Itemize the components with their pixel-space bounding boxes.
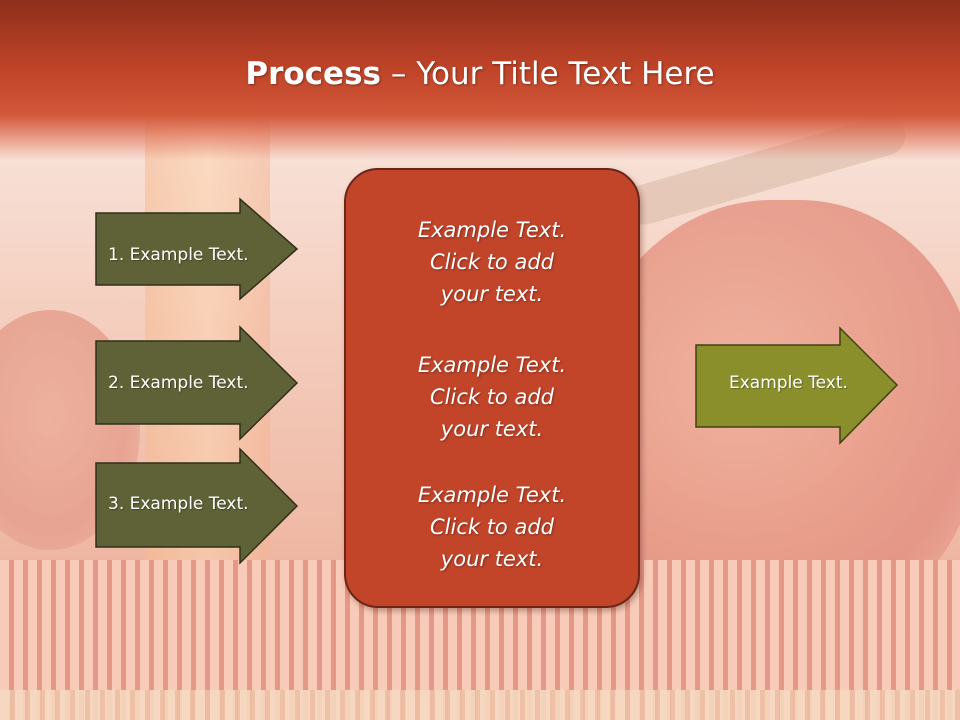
- background-bamboo-edge: [0, 690, 960, 720]
- title-band: [0, 0, 960, 160]
- center-paragraph-3: Example Text. Click to add your text.: [417, 483, 567, 571]
- step-3-arrow[interactable]: [95, 447, 299, 565]
- step-3-label: 3. Example Text.: [108, 494, 249, 514]
- title-bold-part: Process: [245, 56, 381, 92]
- step-2-label: 2. Example Text.: [108, 373, 249, 393]
- title-rest-part: – Your Title Text Here: [381, 56, 715, 92]
- step-2-arrow[interactable]: [95, 325, 299, 441]
- step-1-label: 1. Example Text.: [108, 245, 249, 265]
- result-arrow[interactable]: [695, 326, 899, 445]
- center-paragraph-2: Example Text. Click to add your text.: [417, 353, 567, 441]
- center-text-box[interactable]: Example Text. Click to add your text. Ex…: [344, 168, 640, 608]
- slide-title[interactable]: Process – Your Title Text Here: [0, 52, 960, 96]
- result-label: Example Text.: [729, 373, 848, 393]
- center-paragraph-1: Example Text. Click to add your text.: [417, 218, 567, 306]
- step-1-arrow[interactable]: [95, 197, 299, 301]
